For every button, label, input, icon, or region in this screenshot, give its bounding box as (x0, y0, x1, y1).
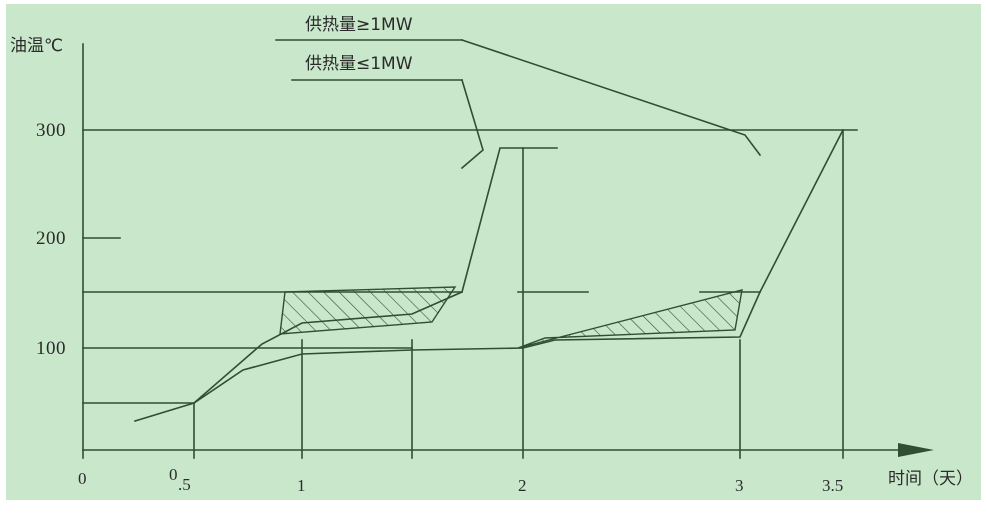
y-tick-label-100: 100 (36, 338, 66, 359)
x-tick-label-35: 3.5 (822, 476, 844, 495)
curve-ge-1mw (134, 128, 845, 422)
hatched-band-1 (279, 286, 457, 335)
curve-le-1mw (192, 147, 558, 405)
x-axis-arrow (898, 443, 934, 457)
hatched-band-2 (517, 289, 743, 349)
annotation-leader-le (460, 79, 484, 170)
x-tick-label-1: 1 (297, 476, 306, 495)
y-axis-title: 油温℃ (10, 36, 64, 56)
x-tick-label-3: 3 (735, 476, 744, 495)
x-tick-label-05-int: 0 (169, 465, 178, 484)
chart-background-plate (6, 4, 981, 500)
x-tick-label-0: 0 (78, 469, 87, 488)
annotation-leader-ge (460, 38, 762, 157)
x-axis-title: 时间（天） (888, 469, 973, 489)
x-tick-label-05-dec: .5 (178, 475, 191, 494)
annotation-label-le-1mw: 供热量≤1MW (305, 54, 413, 74)
y-tick-label-200: 200 (36, 228, 66, 249)
y-tick-label-300: 300 (36, 120, 66, 141)
x-tick-label-2: 2 (518, 476, 527, 495)
annotation-label-ge-1mw: 供热量≥1MW (305, 15, 413, 35)
